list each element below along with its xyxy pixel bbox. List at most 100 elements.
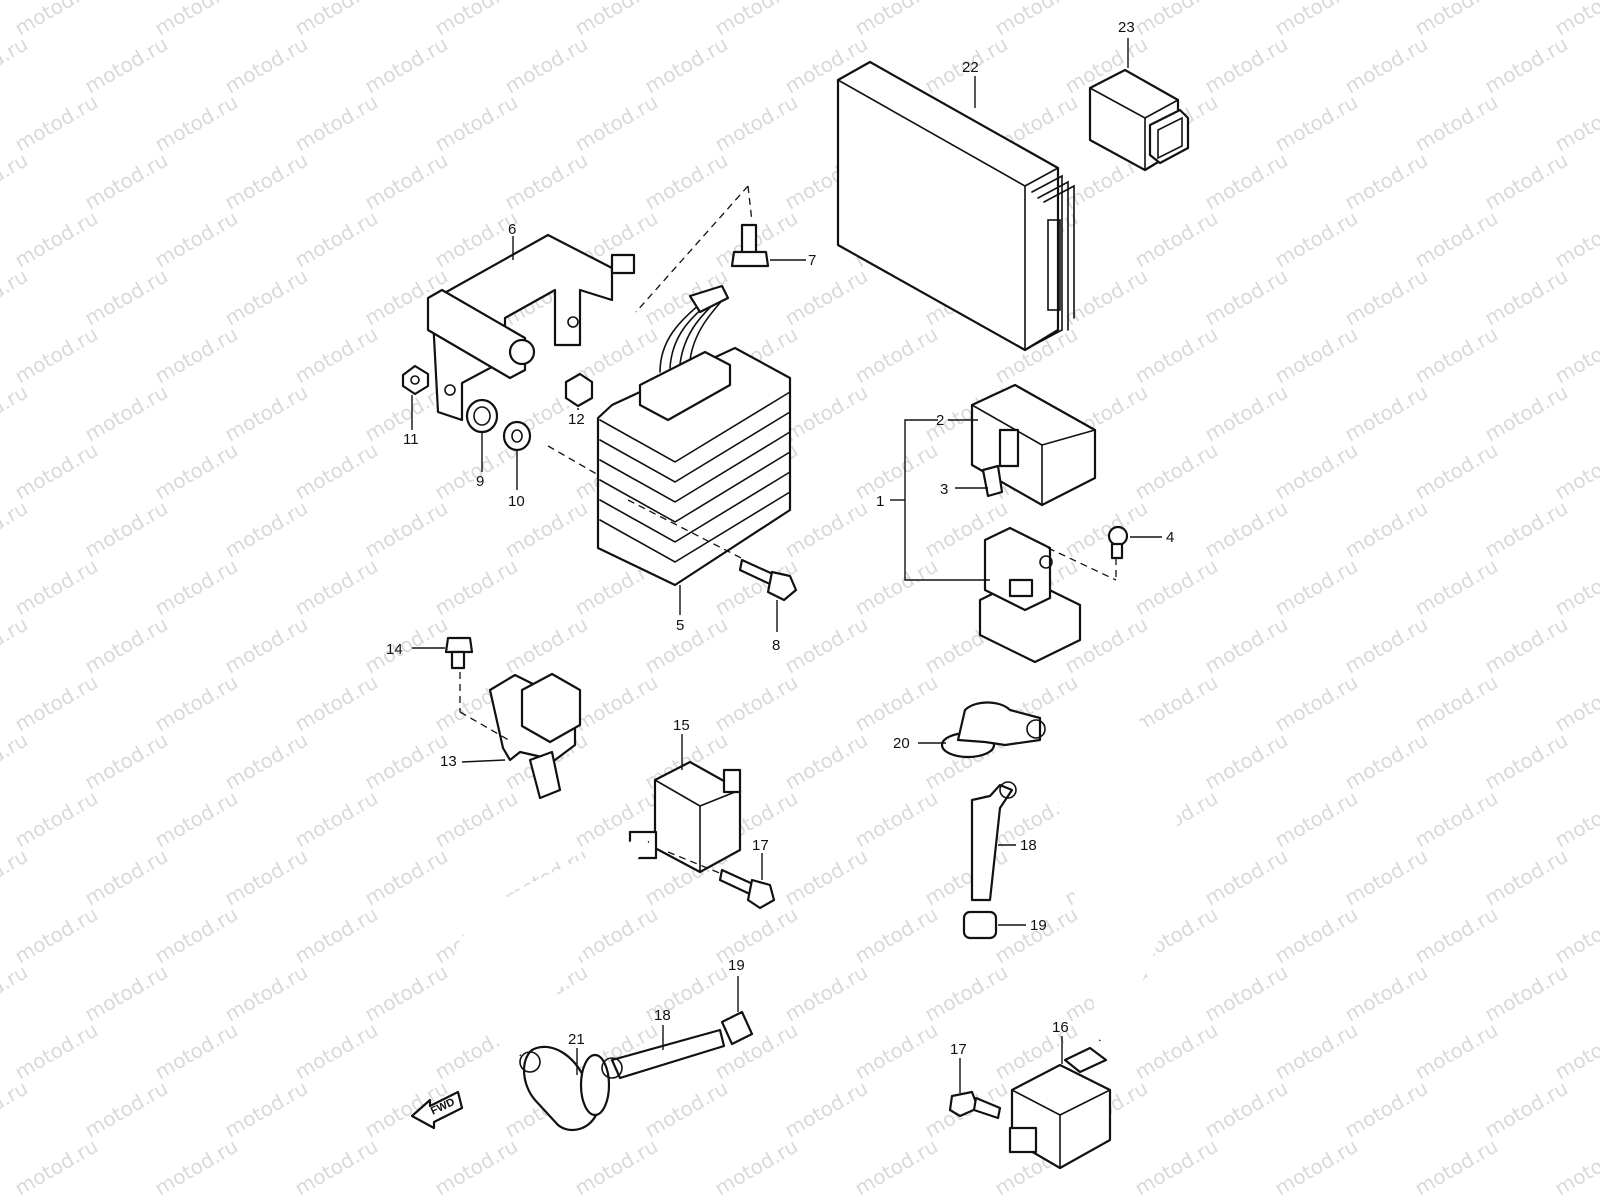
watermark-text: motod.ru (0, 32, 32, 99)
front-ht-lead (454, 836, 650, 1060)
watermark-text: motod.ru (361, 960, 452, 1027)
leader-lines (411, 38, 1162, 1093)
part-17a-bolt (718, 868, 776, 910)
watermark-text: motod.ru (1131, 0, 1222, 40)
part-18a-tube (601, 1028, 726, 1080)
watermark-text: motod.ru (151, 1018, 242, 1085)
watermark-text: motod.ru (851, 1134, 942, 1200)
watermark-text: motod.ru (1271, 786, 1362, 853)
callout-20: 20 (893, 735, 910, 752)
watermark-text: motod.ru (851, 1018, 942, 1085)
watermark-text: motod.ru (361, 844, 452, 911)
watermark-text: motod.ru (291, 786, 382, 853)
watermark-text: motod.ru (151, 90, 242, 157)
watermark-text: motod.ru (1411, 438, 1502, 505)
watermark-text: motod.ru (1271, 670, 1362, 737)
part-10-washer (502, 420, 532, 452)
fwd-badge: FWD (410, 1090, 464, 1130)
watermark-text: motod.ru (991, 0, 1082, 40)
callout-19a: 19 (728, 957, 745, 974)
watermark-text: motod.ru (851, 0, 942, 40)
watermark-text: motod.ru (571, 670, 662, 737)
callout-10: 10 (508, 493, 525, 510)
watermark-text: motod.ru (1481, 1076, 1572, 1143)
watermark-text: motod.ru (0, 1192, 32, 1200)
watermark-text: motod.ru (431, 786, 522, 853)
watermark-text: motod.ru (11, 902, 102, 969)
watermark-text: motod.ru (361, 148, 452, 215)
part-18b-tube (970, 781, 1017, 902)
watermark-text: motod.ru (11, 0, 102, 40)
watermark-text: motod.ru (81, 148, 172, 215)
watermark-text: motod.ru (0, 612, 32, 679)
callout-8: 8 (772, 637, 780, 654)
watermark-text: motod.ru (1341, 612, 1432, 679)
watermark-text: motod.ru (81, 1192, 172, 1200)
watermark-text: motod.ru (151, 322, 242, 389)
watermark-text: motod.ru (641, 148, 732, 215)
callout-13: 13 (440, 753, 457, 770)
watermark-text: motod.ru (221, 148, 312, 215)
watermark-text: motod.ru (361, 612, 452, 679)
watermark-text: motod.ru (81, 380, 172, 447)
watermark-text: motod.ru (291, 322, 382, 389)
watermark-text: motod.ru (781, 1192, 872, 1200)
watermark-text: motod.ru (781, 960, 872, 1027)
watermark-text: motod.ru (781, 728, 872, 795)
watermark-text: motod.ru (291, 90, 382, 157)
callout-15: 15 (673, 717, 690, 734)
watermark-text: motod.ru (1411, 554, 1502, 621)
watermark-text: motod.ru (11, 322, 102, 389)
watermark-text: motod.ru (1341, 1192, 1432, 1200)
watermark-text: motod.ru (431, 1134, 522, 1200)
watermark-text: motod.ru (221, 612, 312, 679)
watermark-text: motod.ru (151, 670, 242, 737)
part-1-starter-relay (978, 526, 1082, 664)
watermark-text: motod.ru (1201, 960, 1292, 1027)
watermark-text: motod.ru (0, 264, 32, 331)
watermark-text: motod.ru (1481, 1192, 1572, 1200)
watermark-text: motod.ru (1271, 322, 1362, 389)
watermark-text: motod.ru (151, 786, 242, 853)
watermark-text: motod.ru (221, 1192, 312, 1200)
watermark-text: motod.ru (1411, 0, 1502, 40)
watermark-text: motod.ru (851, 322, 942, 389)
watermark-text: motod.ru (921, 960, 1012, 1027)
watermark-text: motod.ru (1411, 670, 1502, 737)
watermark-text: motod.ru (1271, 1018, 1362, 1085)
watermark-text: motod.ru (81, 728, 172, 795)
rear-ht-lead (1043, 710, 1177, 1044)
watermark-text: motod.ru (1271, 206, 1362, 273)
watermark-text: motod.ru (1551, 90, 1600, 157)
watermark-text: motod.ru (1201, 844, 1292, 911)
part-16-ignition-coil (1008, 1046, 1112, 1170)
watermark-text: motod.ru (1341, 1076, 1432, 1143)
watermark-text: motod.ru (361, 728, 452, 795)
watermark-text: motod.ru (641, 1192, 732, 1200)
watermark-text: motod.ru (641, 612, 732, 679)
watermark-text: motod.ru (711, 902, 802, 969)
watermark-text: motod.ru (1271, 438, 1362, 505)
watermark-text: motod.ru (1481, 960, 1572, 1027)
watermark-text: motod.ru (1341, 844, 1432, 911)
watermark-text: motod.ru (1411, 1134, 1502, 1200)
watermark-text: motod.ru (1411, 786, 1502, 853)
callout-17b: 17 (950, 1041, 967, 1058)
watermark-text: motod.ru (81, 844, 172, 911)
callout-4: 4 (1166, 529, 1174, 546)
watermark-text: motod.ru (851, 670, 942, 737)
watermark-text: motod.ru (291, 554, 382, 621)
arrow-left-icon (410, 1090, 464, 1130)
watermark-text: motod.ru (151, 206, 242, 273)
watermark-text: motod.ru (1271, 554, 1362, 621)
callout-3: 3 (940, 481, 948, 498)
assembly-lines (459, 185, 1117, 875)
part-19a-cap (720, 1010, 754, 1046)
watermark-text: motod.ru (81, 264, 172, 331)
watermark-text: motod.ru (851, 438, 942, 505)
watermark-text: motod.ru (1201, 612, 1292, 679)
callout-9: 9 (476, 473, 484, 490)
watermark-text: motod.ru (1341, 32, 1432, 99)
